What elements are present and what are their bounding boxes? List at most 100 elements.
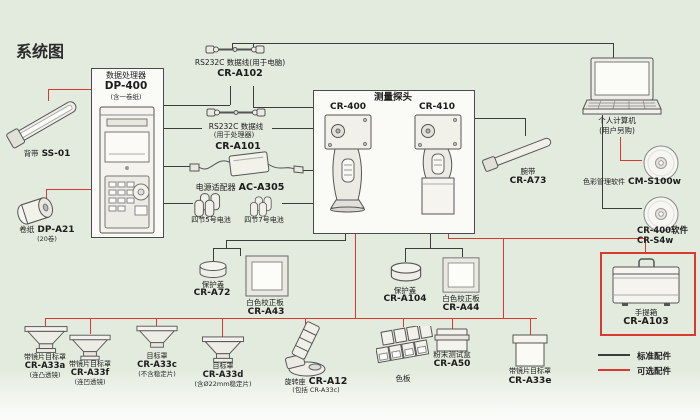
page-title: 系统图 <box>16 42 65 61</box>
cra43-plate-drawing <box>245 255 289 297</box>
cra33f-name: 带镜片目标罩 <box>69 360 111 368</box>
cra33f-note: (连凹透镜) <box>74 378 106 386</box>
ss01-name: 背带 <box>23 149 39 158</box>
cra44-plate-drawing <box>442 257 480 293</box>
dp400-code: DP-400 <box>104 80 148 92</box>
rline-tick <box>222 318 223 337</box>
rline-cm-v <box>620 137 621 160</box>
rline-tick <box>452 318 453 329</box>
batt7-label: 四节7号电池 <box>244 216 284 224</box>
line-top-bus <box>232 43 613 44</box>
line <box>226 240 346 241</box>
legend-standard-label: 标准配件 <box>637 352 672 362</box>
pc-note: (用户另购) <box>599 126 635 135</box>
cra33f-code: CR-A33f <box>70 368 110 378</box>
rline-tick <box>403 318 404 327</box>
legend-standard-line <box>598 354 630 356</box>
line <box>253 107 313 108</box>
cra12-base-drawing <box>284 321 326 377</box>
cra33d-code: CR-A33d <box>202 370 244 380</box>
cra33a-name: 带镜片目标罩 <box>24 353 66 361</box>
case-name: 手提箱 <box>634 308 658 317</box>
line-tick <box>232 43 233 49</box>
rline-tick <box>90 318 91 334</box>
cra73-strap-drawing <box>482 137 552 172</box>
line <box>226 240 227 248</box>
cra50-name: 粉末测试盒 <box>433 350 471 359</box>
cra33e-mask-drawing <box>512 334 548 367</box>
cra101-note: (用于处理器) <box>213 131 255 139</box>
crs4w-cd-drawing <box>643 196 679 232</box>
line-adapter-left <box>162 166 190 167</box>
cra103-case-drawing <box>612 258 680 306</box>
cra104-name: 保护盖 <box>393 286 417 295</box>
cra33c-note: (不含稳定片) <box>138 370 176 378</box>
line-tick <box>253 43 254 49</box>
rline-case-v <box>645 238 646 252</box>
rline-ss01-v <box>48 89 49 101</box>
cra33e-code: CR-A33e <box>508 376 552 386</box>
cms100w-name: 色彩管理软件 <box>583 178 626 186</box>
aaa-batteries-drawing <box>250 196 272 217</box>
cra73-code: CR-A73 <box>509 176 547 186</box>
probe-heading: 测量探头 <box>373 92 413 103</box>
rline-bottom-bus <box>45 318 537 319</box>
dpa21-code: DP-A21 <box>37 225 75 235</box>
aca305-name: 电源适配器 <box>195 183 236 192</box>
line-tick <box>462 248 463 257</box>
aa-batteries-drawing <box>194 193 221 217</box>
line-wrist-h <box>473 118 525 119</box>
ss01-code: SS-01 <box>41 149 71 159</box>
dpa21-roll-drawing <box>17 197 54 225</box>
line-tick <box>405 248 406 262</box>
line-t-branch-right <box>405 248 463 249</box>
cra101-name: RS232C 数据线 <box>208 122 264 131</box>
line-t-branch-left <box>213 248 241 249</box>
cra33d-mask-drawing <box>202 336 244 363</box>
rline-cm-h <box>620 160 642 161</box>
cra104-cap-drawing <box>390 262 422 282</box>
laptop-drawing <box>582 57 662 115</box>
case-box <box>600 252 696 336</box>
rline-case-h <box>448 238 646 239</box>
rline-tick <box>530 318 531 335</box>
line-tick <box>213 248 214 261</box>
cra33a-note: (连凸透镜) <box>29 371 61 379</box>
rline-tick <box>156 318 157 326</box>
cra12-code: CR-A12 <box>308 376 348 387</box>
cms100w-code: CM-S100w <box>628 177 681 187</box>
cra33c-code: CR-A33c <box>137 360 177 370</box>
line-cra101-right <box>272 128 313 129</box>
cra33e-name: 带镜片目标罩 <box>509 367 551 375</box>
line-batt5 <box>162 203 193 204</box>
cr410-device-drawing <box>414 114 462 215</box>
legend-optional-label: 可选配件 <box>637 367 672 377</box>
cra33c-mask-drawing <box>136 325 178 348</box>
cra102-code: CR-A102 <box>217 68 263 79</box>
cra73-name: 腕带 <box>520 167 536 176</box>
batt5-label: 四节5号电池 <box>191 216 231 224</box>
cra50-box-drawing <box>434 328 470 352</box>
line-pc-drop <box>613 43 614 58</box>
line-pc-down <box>602 115 603 209</box>
cra72-name: 保护盖 <box>201 280 225 289</box>
cra101-code: CR-A101 <box>215 141 261 152</box>
line-batt7 <box>282 203 313 204</box>
line <box>162 105 230 106</box>
line-adapter-right <box>300 170 313 171</box>
legend-optional-line <box>598 369 630 371</box>
cr400-device-drawing <box>324 114 372 213</box>
crs4w-line1: CR-400软件 <box>637 226 689 236</box>
rline-tick <box>305 318 306 324</box>
dp400-device-drawing <box>99 106 155 234</box>
cra33a-code: CR-A33a <box>24 361 66 371</box>
color-plates-drawing <box>376 326 434 364</box>
dpa21-note: (20卷) <box>37 235 57 243</box>
cra43-code: CR-A43 <box>247 307 285 317</box>
dpa21-name: 卷纸 <box>19 225 35 234</box>
cra43-name: 白色校正板 <box>246 298 284 307</box>
